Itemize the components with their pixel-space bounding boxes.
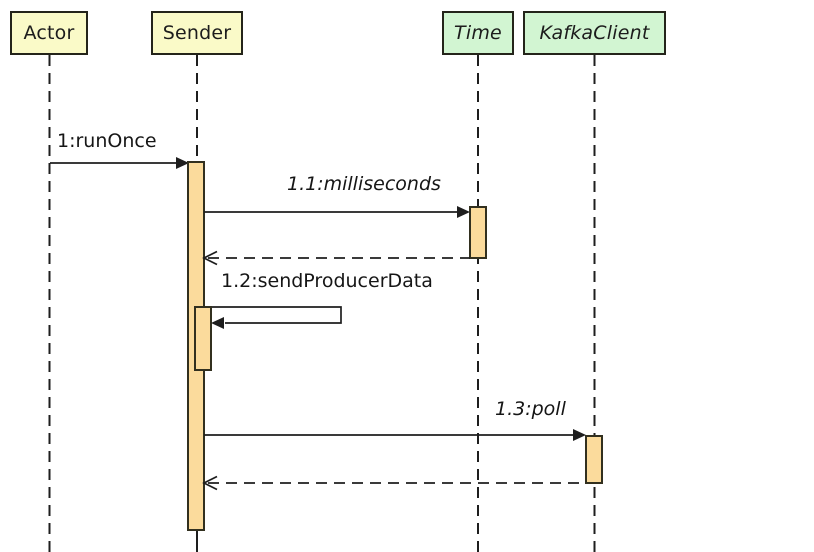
arrowhead-icon	[211, 317, 224, 329]
message-1-2-self-arrow	[194, 306, 342, 371]
participant-sender: Sender	[151, 11, 243, 55]
participant-label: Sender	[162, 22, 232, 44]
participant-actor: Actor	[10, 11, 88, 55]
arrowhead-icon	[457, 206, 470, 218]
arrowhead-icon	[176, 157, 189, 169]
message-1-label: 1:runOnce	[57, 130, 157, 152]
message-1-3-arrow	[204, 429, 586, 441]
participant-kafkaclient: KafkaClient	[523, 11, 666, 55]
return-1-1-arrow	[202, 250, 470, 266]
kafkaclient-activation	[585, 435, 603, 484]
time-activation	[469, 206, 487, 259]
sender-nested-activation	[194, 306, 212, 371]
return-1-3-arrow	[202, 475, 586, 491]
participant-label: Actor	[23, 22, 75, 44]
message-1-3-label: 1.3:poll	[495, 398, 566, 420]
message-1-1-arrow	[204, 206, 470, 218]
message-1-arrow	[50, 157, 189, 169]
participant-time: Time	[442, 11, 514, 55]
open-arrowhead-icon	[202, 475, 218, 491]
arrowhead-icon	[573, 429, 586, 441]
message-1-2-label: 1.2:sendProducerData	[221, 270, 433, 292]
open-arrowhead-icon	[202, 250, 218, 266]
participant-label: KafkaClient	[539, 22, 650, 44]
message-1-1-label: 1.1:milliseconds	[287, 173, 441, 195]
participant-label: Time	[454, 22, 502, 44]
activations	[187, 161, 603, 531]
